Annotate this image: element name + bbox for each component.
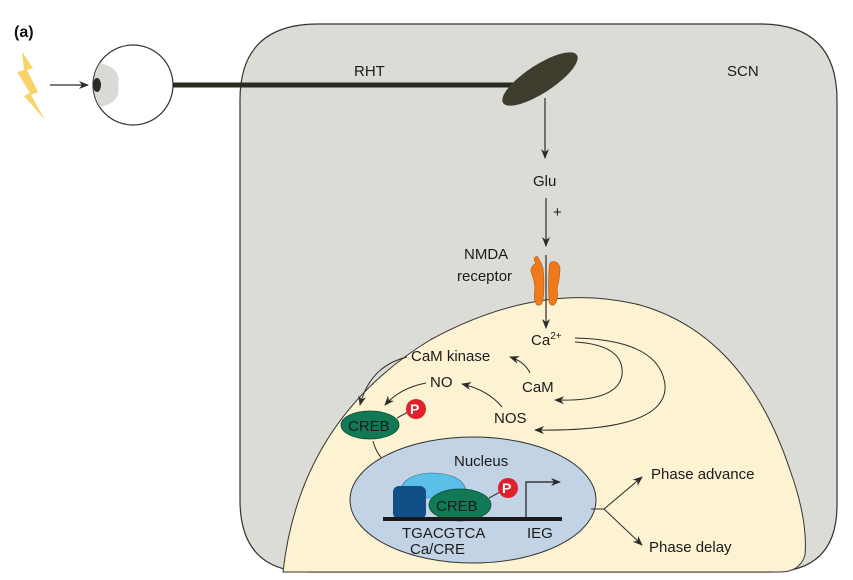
nos-label: NOS xyxy=(494,410,527,427)
phospho-label-cyto: P xyxy=(410,401,419,417)
rht-label: RHT xyxy=(354,63,385,80)
ca-to-cam-arrow xyxy=(554,341,623,405)
cre-sequence-label: TGACGTCA xyxy=(402,525,485,542)
phospho-link-nuc xyxy=(488,491,501,499)
creb-nuclear-label: CREB xyxy=(436,498,478,515)
phase-delay-arrow xyxy=(603,508,643,546)
nmda-receptor-icon xyxy=(530,255,561,306)
cam-to-cam-kinase-arrow xyxy=(509,356,531,374)
transcription-start-arrow xyxy=(525,478,561,519)
phase-advance-label: Phase advance xyxy=(651,466,754,483)
creb-cytoplasmic-label: CREB xyxy=(348,418,390,435)
plus-sign: + xyxy=(553,204,562,221)
cre-name-label: Ca/CRE xyxy=(410,541,465,558)
phospho-badge-cyto xyxy=(406,399,426,419)
phospho-badge-nuc xyxy=(498,478,518,498)
nmda-label-line2: receptor xyxy=(457,268,512,285)
scn-label: SCN xyxy=(727,63,759,80)
eye-icon xyxy=(92,44,174,126)
ca-to-nos-arrow xyxy=(534,337,666,435)
phase-delay-label: Phase delay xyxy=(649,539,732,556)
cam-label: CaM xyxy=(522,379,554,396)
glu-label: Glu xyxy=(533,173,556,190)
light-stimulus-icon xyxy=(17,52,45,120)
panel-label: (a) xyxy=(14,24,34,41)
cam-kinase-to-creb-arrow xyxy=(358,356,408,406)
synaptic-terminal xyxy=(502,52,578,106)
nmda-label-line1: NMDA xyxy=(464,246,508,263)
no-to-creb-arrow xyxy=(384,382,427,406)
ieg-label: IEG xyxy=(527,525,553,542)
nucleus-label: Nucleus xyxy=(454,453,508,470)
coactivator-dark xyxy=(393,486,426,519)
no-label: NO xyxy=(430,374,453,391)
creb-cytoplasmic xyxy=(340,410,400,440)
calcium-label: Ca2+ xyxy=(531,331,562,349)
phospho-label-nuc: P xyxy=(502,480,511,496)
nos-to-no-arrow xyxy=(461,382,503,408)
cam-kinase-label: CaM kinase xyxy=(411,348,490,365)
